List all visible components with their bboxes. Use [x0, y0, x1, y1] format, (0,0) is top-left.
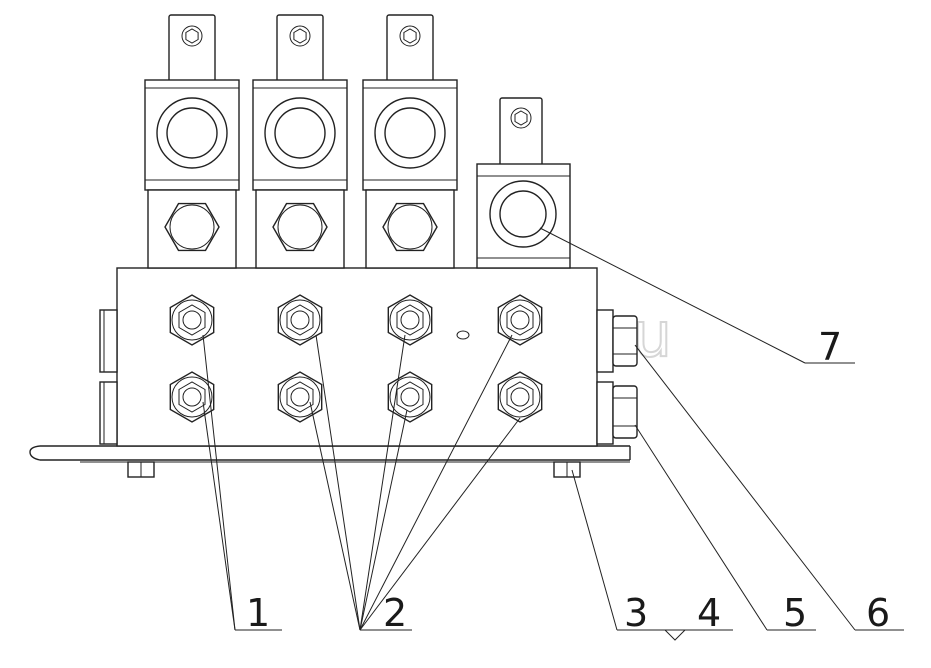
- callout-1: 1: [246, 591, 270, 635]
- callout-3: 3: [624, 591, 648, 635]
- callout-2: 2: [383, 591, 407, 635]
- leader-lines: [202, 227, 904, 641]
- port-fitting-6: [277, 371, 323, 423]
- port-fitting-3: [387, 294, 433, 346]
- solenoid-2: [252, 14, 348, 269]
- port-fitting-8: [497, 371, 543, 423]
- port-fitting-5: [169, 371, 215, 423]
- solenoid-3: [362, 14, 458, 269]
- callout-6: 6: [866, 591, 890, 635]
- port-fitting-1: [169, 294, 215, 346]
- port-fitting-2: [277, 294, 323, 346]
- marking-dot: [456, 330, 470, 340]
- solenoid-short: [476, 97, 571, 269]
- callout-7: 7: [818, 325, 842, 369]
- port-fitting-4: [497, 294, 543, 346]
- callout-labels: 1 2 3 4 5 6 7: [246, 325, 890, 635]
- base-plate: [29, 445, 631, 478]
- callout-4: 4: [697, 591, 721, 635]
- callout-5: 5: [783, 591, 807, 635]
- side-plugs-right: [596, 309, 638, 445]
- solenoid-1: [144, 14, 240, 269]
- side-plugs-left: [99, 309, 118, 445]
